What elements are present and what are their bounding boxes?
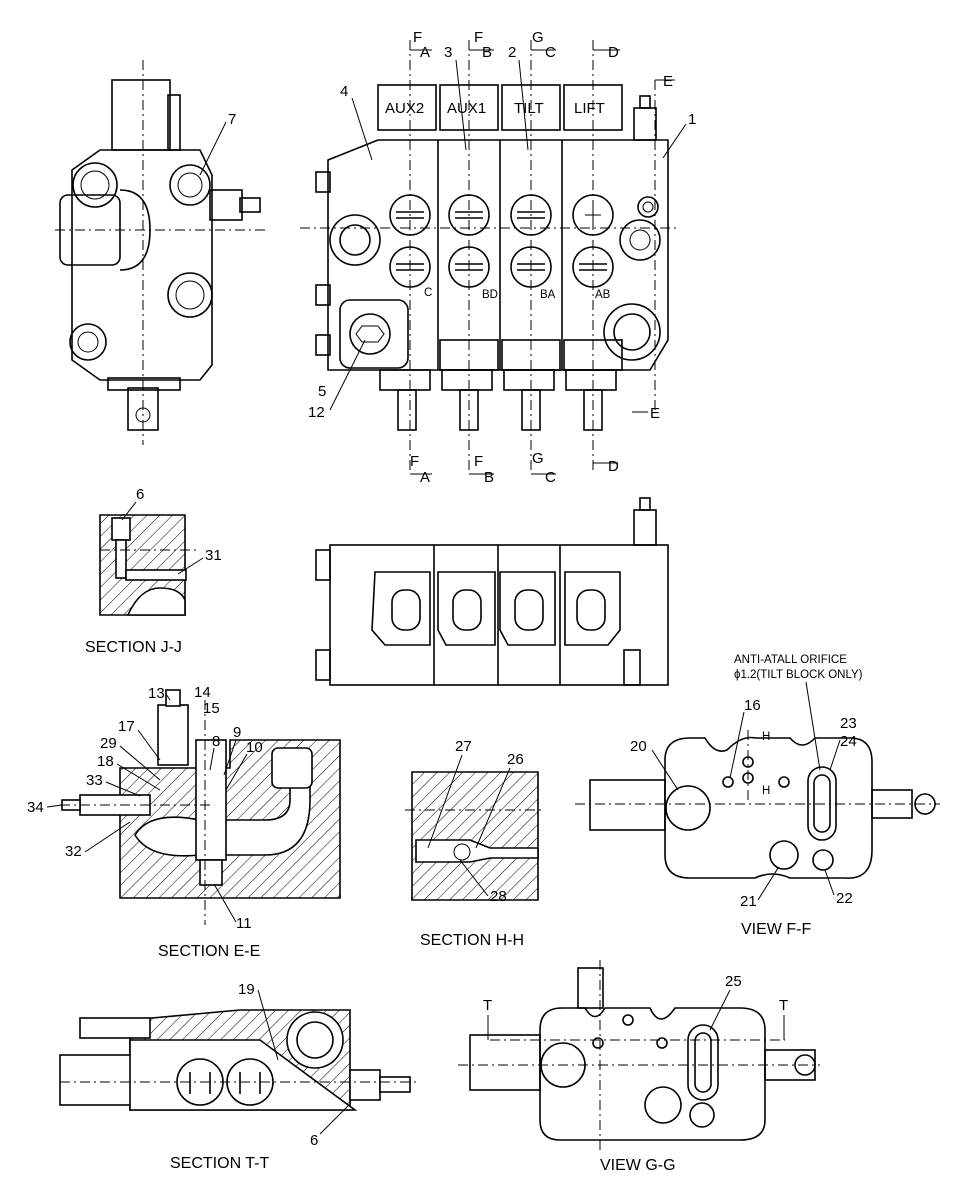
part-number-14: 14	[194, 684, 211, 701]
section-tt-drawing	[59, 1009, 420, 1111]
block-label-tilt: TILT	[514, 100, 544, 117]
section-mark-e-bot: E	[650, 405, 660, 422]
section-mark-a-bot: A	[420, 469, 430, 486]
section-mark-d-top: D	[608, 44, 619, 61]
section-mark-f-top-1: F	[413, 29, 422, 46]
part-number-12: 12	[308, 404, 325, 421]
section-ee-drawing	[60, 689, 341, 925]
section-jj-title: SECTION J-J	[85, 639, 182, 656]
part-number-2: 2	[508, 44, 516, 61]
part-number-16: 16	[744, 697, 761, 714]
part-number-5: 5	[318, 383, 326, 400]
part-number-22: 22	[836, 890, 853, 907]
part-number-26: 26	[507, 751, 524, 768]
part-number-7: 7	[228, 111, 236, 128]
section-mark-c-top: C	[545, 44, 556, 61]
section-ee-title: SECTION E-E	[158, 943, 260, 960]
part-number-25: 25	[725, 973, 742, 990]
part-number-29: 29	[100, 735, 117, 752]
section-mark-a-top: A	[420, 44, 430, 61]
part-number-15: 15	[203, 700, 220, 717]
part-number-4: 4	[340, 83, 348, 100]
part-number-32: 32	[65, 843, 82, 860]
part-number-19: 19	[238, 981, 255, 998]
part-number-24: 24	[840, 733, 857, 750]
section-mark-f-bot-2: F	[474, 453, 483, 470]
section-jj-drawing	[99, 514, 200, 616]
section-mark-g-bot: G	[532, 450, 544, 467]
part-number-6-tt: 6	[310, 1132, 318, 1149]
part-number-23: 23	[840, 715, 857, 732]
side-view	[55, 60, 265, 445]
part-number-27: 27	[455, 738, 472, 755]
part-number-20: 20	[630, 738, 647, 755]
section-mark-b-bot: B	[484, 469, 494, 486]
part-number-18: 18	[97, 753, 114, 770]
part-number-21: 21	[740, 893, 757, 910]
part-number-10: 10	[246, 739, 263, 756]
view-gg-t-mark-1: T	[483, 997, 492, 1014]
view-ff-title: VIEW F-F	[741, 921, 811, 938]
part-number-9: 9	[233, 724, 241, 741]
part-number-1: 1	[688, 111, 696, 128]
part-number-17: 17	[118, 718, 135, 735]
part-number-11: 11	[236, 915, 252, 932]
port-mark-ba: BA	[540, 289, 556, 301]
view-ff-h-mark-2: H	[762, 785, 770, 797]
section-hh-title: SECTION H-H	[420, 932, 524, 949]
front-view-valve-bank	[315, 497, 669, 686]
view-gg-t-mark-2: T	[779, 997, 788, 1014]
section-mark-b-top: B	[482, 44, 492, 61]
part-number-28: 28	[490, 888, 507, 905]
port-mark-bd: BD	[482, 289, 498, 301]
port-mark-ab: AB	[595, 289, 611, 301]
part-number-3: 3	[444, 44, 452, 61]
section-hh-drawing	[405, 771, 545, 901]
port-mark-c: C	[424, 287, 432, 299]
view-ff-note-line1: ANTI-ATALL ORIFICE	[734, 654, 847, 666]
view-gg-title: VIEW G-G	[600, 1157, 676, 1174]
view-ff-drawing	[575, 730, 940, 879]
section-mark-f-top-2: F	[474, 29, 483, 46]
part-number-34: 34	[27, 799, 44, 816]
section-mark-g-top: G	[532, 29, 544, 46]
section-mark-e-top: E	[663, 73, 673, 90]
section-mark-d-bot: D	[608, 458, 619, 475]
block-label-aux1: AUX1	[447, 100, 486, 117]
view-gg-drawing	[458, 960, 820, 1150]
view-ff-h-mark-1: H	[762, 731, 770, 743]
section-mark-f-bot-1: F	[410, 453, 419, 470]
part-number-31: 31	[205, 547, 222, 564]
view-ff-note-line2: ϕ1.2(TILT BLOCK ONLY)	[734, 669, 863, 681]
top-view-valve-bank	[300, 40, 680, 470]
block-label-lift: LIFT	[574, 100, 605, 117]
part-number-6-jj: 6	[136, 486, 144, 503]
block-label-aux2: AUX2	[385, 100, 424, 117]
section-mark-c-bot: C	[545, 469, 556, 486]
part-number-8: 8	[212, 733, 220, 750]
section-tt-title: SECTION T-T	[170, 1155, 269, 1172]
part-number-13: 13	[148, 685, 165, 702]
part-number-33: 33	[86, 772, 103, 789]
